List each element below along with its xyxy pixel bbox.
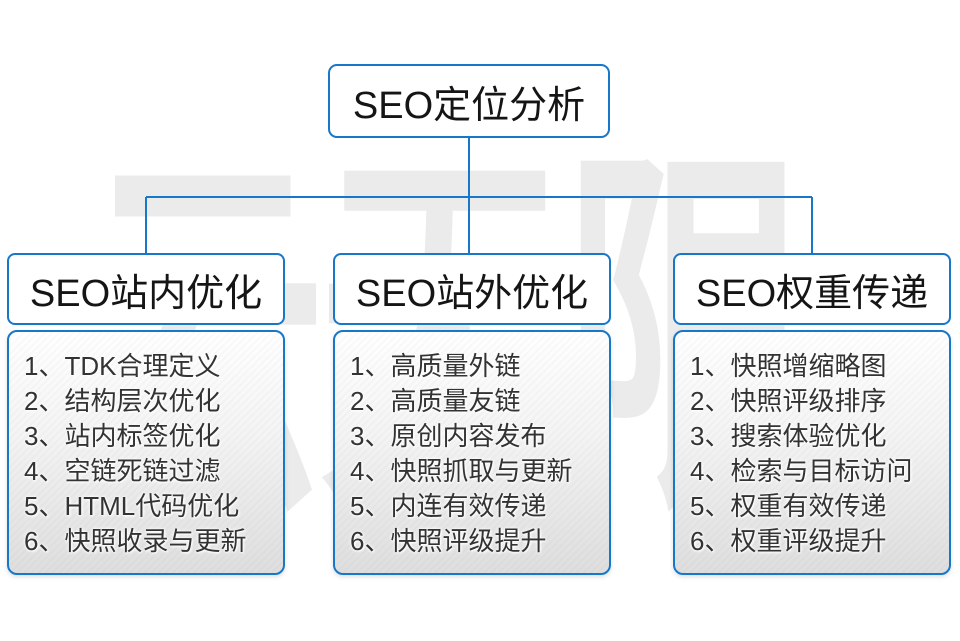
item-list: 1、高质量外链 2、高质量友链 3、原创内容发布 4、快照抓取与更新 5、内连有… [350, 349, 599, 559]
column-weight-transfer: SEO权重传递 1、快照增缩略图 2、快照评级排序 3、搜索体验优化 4、检索与… [673, 253, 951, 575]
item-list: 1、TDK合理定义 2、结构层次优化 3、站内标签优化 4、空链死链过滤 5、H… [24, 349, 273, 559]
column-panel: 1、高质量外链 2、高质量友链 3、原创内容发布 4、快照抓取与更新 5、内连有… [333, 330, 611, 575]
list-item: 3、原创内容发布 [350, 421, 547, 451]
column-onsite-seo: SEO站内优化 1、TDK合理定义 2、结构层次优化 3、站内标签优化 4、空链… [7, 253, 285, 575]
list-item: 3、站内标签优化 [24, 421, 221, 451]
list-item: 1、TDK合理定义 [24, 351, 221, 381]
root-node: SEO定位分析 [328, 64, 610, 138]
list-item: 2、结构层次优化 [24, 386, 221, 416]
column-header: SEO权重传递 [673, 253, 951, 325]
list-item: 1、快照增缩略图 [690, 351, 887, 381]
column-panel: 1、TDK合理定义 2、结构层次优化 3、站内标签优化 4、空链死链过滤 5、H… [7, 330, 285, 575]
list-item: 2、高质量友链 [350, 386, 521, 416]
tree-connector-path [145, 138, 813, 253]
item-list: 1、快照增缩略图 2、快照评级排序 3、搜索体验优化 4、检索与目标访问 5、权… [690, 349, 939, 559]
column-title: SEO站内优化 [29, 272, 263, 315]
column-panel: 1、快照增缩略图 2、快照评级排序 3、搜索体验优化 4、检索与目标访问 5、权… [673, 330, 951, 575]
list-item: 2、快照评级排序 [690, 386, 887, 416]
list-item: 1、高质量外链 [350, 351, 521, 381]
list-item: 5、内连有效传递 [350, 491, 547, 521]
list-item: 3、搜索体验优化 [690, 421, 887, 451]
list-item: 5、权重有效传递 [690, 491, 887, 521]
list-item: 4、检索与目标访问 [690, 456, 913, 486]
root-node-title: SEO定位分析 [352, 84, 586, 127]
column-title: SEO站外优化 [355, 272, 589, 315]
column-title: SEO权重传递 [695, 272, 929, 315]
list-item: 6、快照评级提升 [350, 526, 547, 556]
list-item: 5、HTML代码优化 [24, 491, 240, 521]
column-offsite-seo: SEO站外优化 1、高质量外链 2、高质量友链 3、原创内容发布 4、快照抓取与… [333, 253, 611, 575]
column-header: SEO站外优化 [333, 253, 611, 325]
list-item: 4、快照抓取与更新 [350, 456, 573, 486]
list-item: 6、快照收录与更新 [24, 526, 247, 556]
list-item: 6、权重评级提升 [690, 526, 887, 556]
column-header: SEO站内优化 [7, 253, 285, 325]
list-item: 4、空链死链过滤 [24, 456, 221, 486]
